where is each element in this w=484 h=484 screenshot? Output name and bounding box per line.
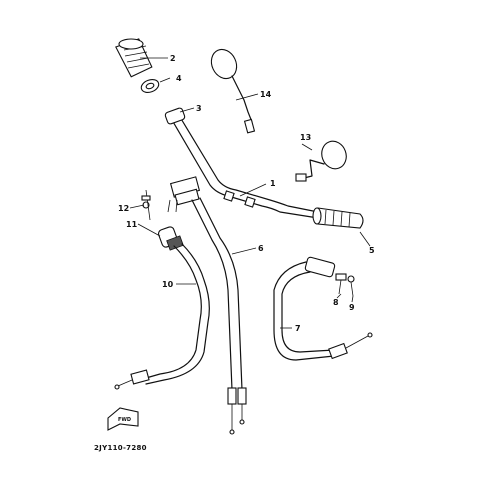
grip-right: [312, 207, 364, 229]
throttle-housing: [167, 176, 201, 213]
callouts: 2 4 3 14 13 1 5 6 7 8 9 10 11 12: [118, 54, 375, 333]
grip-collar: [140, 79, 160, 93]
callout-11: 11: [126, 220, 138, 229]
callout-12: 12: [118, 204, 129, 213]
callout-14: 14: [260, 90, 272, 99]
callout-7: 7: [295, 324, 301, 333]
lever-holder: [157, 226, 184, 251]
adjuster-bolt: [335, 273, 347, 295]
callout-4: 4: [176, 74, 182, 83]
fwd-arrow-icon: FWD: [107, 407, 139, 431]
leader-lines: [129, 57, 371, 329]
clutch-cable: [273, 256, 373, 361]
callout-8: 8: [333, 298, 339, 307]
mirror-left: [210, 48, 256, 134]
grip-end: [164, 107, 186, 125]
handlebar: [171, 116, 319, 219]
fwd-label: FWD: [118, 417, 131, 423]
callout-5: 5: [369, 246, 375, 255]
throttle-cable: [191, 197, 247, 435]
callout-3: 3: [196, 104, 202, 113]
part-code: 2JY110-7280: [94, 444, 147, 452]
callout-2: 2: [170, 54, 176, 63]
callout-1: 1: [270, 179, 276, 188]
grip-left: [115, 38, 153, 78]
adjuster-nut: [347, 275, 355, 297]
callout-6: 6: [258, 244, 264, 253]
mirror-right: [295, 140, 347, 182]
callout-13: 13: [300, 133, 311, 142]
callout-9: 9: [349, 303, 355, 312]
callout-10: 10: [162, 280, 174, 289]
front-brake-cable: [114, 243, 210, 390]
